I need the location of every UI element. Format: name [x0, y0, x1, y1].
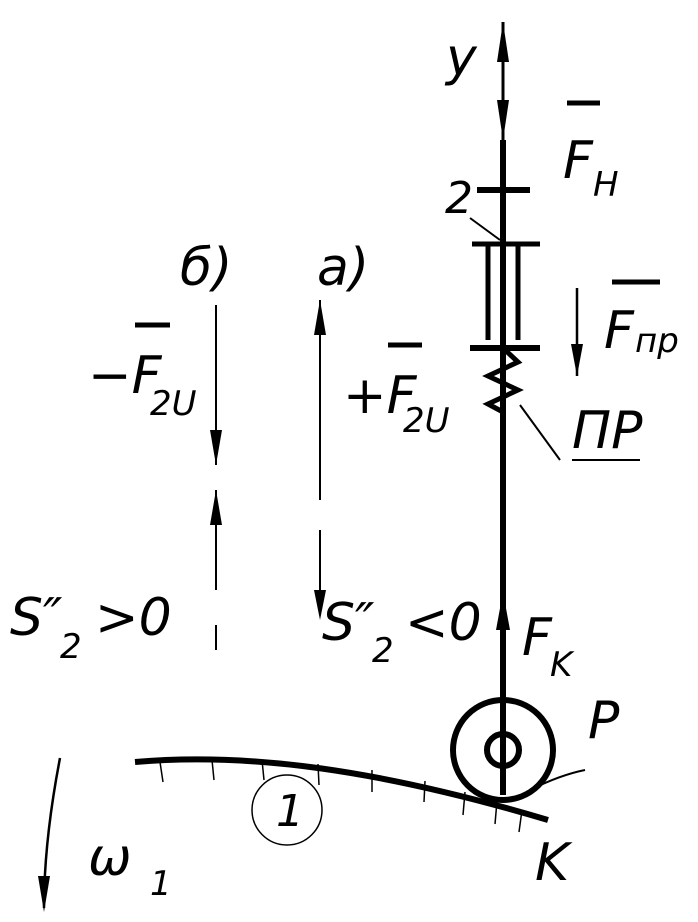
svg-text:2U: 2U — [403, 401, 450, 441]
minus-f2u-label: −F 2U — [88, 322, 197, 424]
link-2-label: 2 — [445, 173, 473, 224]
cam-profile — [134, 756, 549, 823]
plus-f2u-label: +F 2U — [343, 342, 450, 441]
force-fk-label: F K — [522, 608, 575, 685]
case-b-label: б) — [180, 238, 232, 298]
svg-text:−F: −F — [88, 346, 163, 406]
svg-text:<0: <0 — [405, 593, 482, 653]
cam-hatching — [159, 759, 523, 833]
roller — [450, 697, 556, 803]
svg-text:ПР: ПР — [572, 401, 643, 461]
svg-text:ω: ω — [88, 828, 132, 888]
cam-number-circle: 1 — [251, 774, 323, 846]
force-fpr-arrow — [571, 288, 583, 376]
case-a-vector-line — [314, 300, 326, 620]
y-axis-label: y — [444, 28, 478, 88]
svg-text:F: F — [563, 131, 594, 191]
contact-point-label: K — [535, 833, 573, 893]
svg-text:F: F — [604, 301, 635, 361]
svg-text:K: K — [550, 645, 575, 685]
force-fk-arrow — [496, 592, 510, 630]
case-b-vector-line — [210, 305, 222, 650]
svg-text:F: F — [522, 608, 553, 668]
svg-text:пр: пр — [635, 321, 679, 361]
svg-text:1: 1 — [150, 864, 172, 904]
s2-positive-label: S″ 2 >0 — [10, 588, 172, 667]
svg-text:>0: >0 — [95, 588, 172, 648]
svg-text:2: 2 — [60, 627, 82, 667]
guide-bushing — [472, 241, 540, 340]
y-axis-arrow — [497, 22, 509, 140]
link-2-leader — [469, 217, 501, 241]
force-fh-label: F Н — [563, 100, 619, 205]
spring-label: ПР — [519, 401, 643, 461]
svg-text:S″: S″ — [322, 593, 375, 653]
omega-arrow — [38, 757, 62, 912]
svg-text:+F: +F — [343, 366, 418, 426]
case-a-label: а) — [317, 238, 369, 298]
svg-text:Н: Н — [593, 165, 619, 205]
roller-label: P — [529, 691, 620, 791]
svg-text:2: 2 — [372, 631, 394, 671]
svg-text:2U: 2U — [150, 384, 197, 424]
omega-label: ω 1 — [88, 828, 172, 904]
s2-negative-label: S″ 2 <0 — [322, 593, 482, 671]
svg-text:P: P — [588, 691, 620, 751]
spring-zigzag — [482, 346, 524, 415]
svg-text:S″: S″ — [10, 588, 63, 648]
svg-text:1: 1 — [276, 786, 304, 837]
force-fpr-label: F пр — [604, 279, 679, 361]
